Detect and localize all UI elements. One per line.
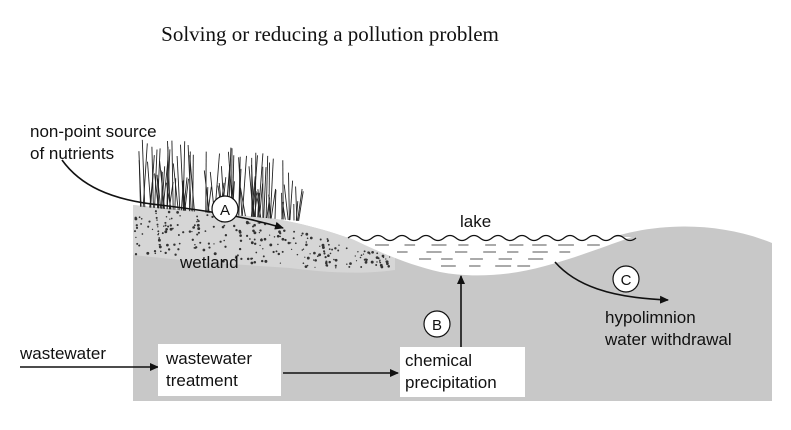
wastewater-label: wastewater	[19, 344, 106, 363]
precipitation-box	[400, 347, 525, 397]
lake-label: lake	[460, 212, 491, 231]
nonpoint-label-line2: of nutrients	[30, 144, 114, 163]
marker-a-circle	[211, 195, 239, 223]
marker-b-circle	[423, 310, 451, 338]
marker-c-circle	[612, 265, 640, 293]
lake-surface-waves	[347, 234, 637, 242]
marker-c: C	[621, 272, 632, 289]
nonpoint-label-line1: non-point source	[30, 122, 157, 141]
lake-water-dashes	[375, 244, 600, 267]
marker-a: A	[220, 202, 230, 219]
wetland-label: wetland	[179, 253, 239, 272]
treatment-label-line1: wastewater	[165, 349, 252, 368]
precipitation-label-line1: chemical	[405, 351, 472, 370]
nonpoint-arrow	[61, 159, 284, 230]
wetland-sediment-dots	[133, 210, 391, 269]
lake-water	[348, 237, 632, 276]
hypolimnion-label-line1: hypolimnion	[605, 308, 696, 327]
treatment-box	[158, 344, 281, 396]
treatment-label-line2: treatment	[166, 371, 238, 390]
marker-b: B	[432, 317, 442, 334]
diagram-title: Solving or reducing a pollution problem	[161, 22, 499, 46]
withdrawal-arrow	[554, 261, 669, 304]
precipitation-label-line2: precipitation	[405, 373, 497, 392]
hypolimnion-label-line2: water withdrawal	[604, 330, 732, 349]
